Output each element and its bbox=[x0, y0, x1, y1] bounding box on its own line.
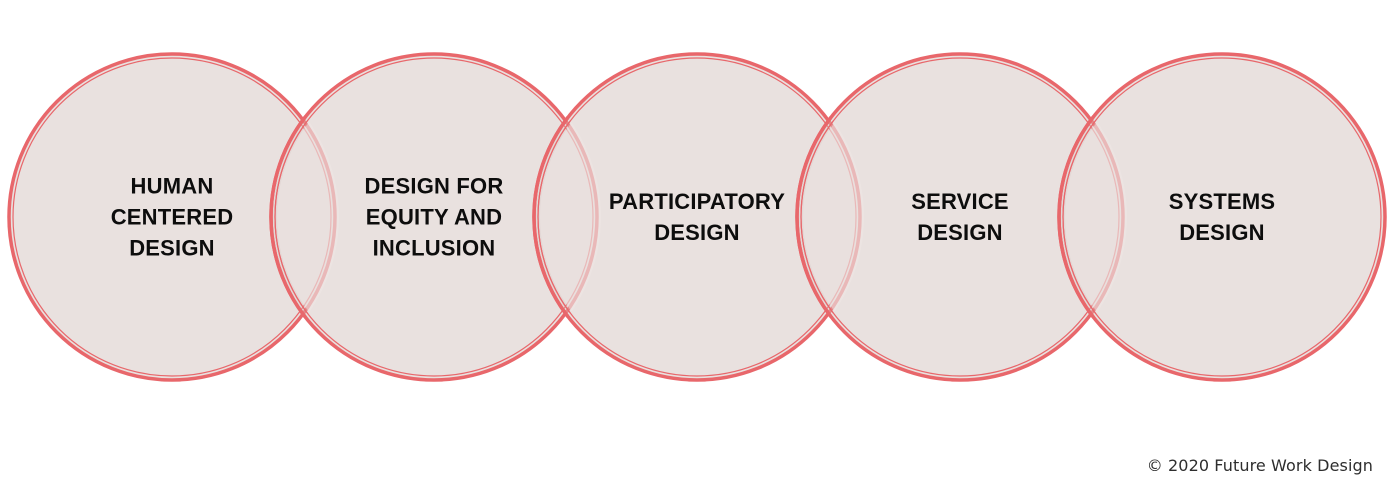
label-systems-design: SYSTEMS DESIGN bbox=[1168, 189, 1276, 245]
label-participatory-design: PARTICIPATORY DESIGN bbox=[608, 189, 786, 245]
label-human-centered-design: HUMAN CENTERED DESIGN bbox=[110, 173, 234, 261]
copyright-notice: © 2020 Future Work Design bbox=[1146, 456, 1373, 475]
circle-human-centered-design bbox=[7, 52, 337, 382]
label-design-for-equity-and-inclusion: DESIGN FOR EQUITY AND INCLUSION bbox=[364, 173, 504, 261]
label-service-design: SERVICE DESIGN bbox=[911, 189, 1009, 245]
